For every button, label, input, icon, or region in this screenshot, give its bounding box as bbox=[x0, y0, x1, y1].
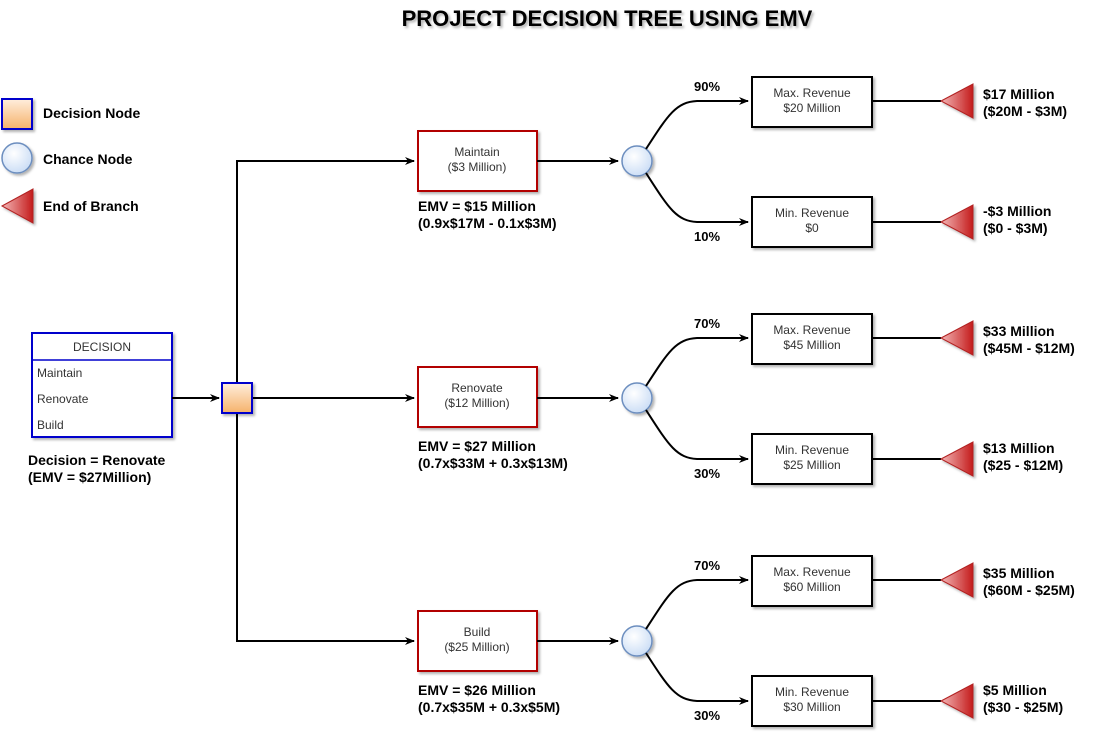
prob-build-high: 70% bbox=[694, 558, 720, 573]
prob-renovate-low: 30% bbox=[694, 466, 720, 481]
option-cost-build: ($25 Million) bbox=[444, 640, 509, 654]
prob-maintain-high: 90% bbox=[694, 79, 720, 94]
decision-result-line1: Decision = Renovate bbox=[28, 452, 166, 468]
chance-node-renovate bbox=[621, 382, 653, 414]
result-calc-renovate-low: ($25 - $12M) bbox=[983, 457, 1063, 473]
result-build-low: $5 Million bbox=[983, 682, 1047, 698]
option-emv-maintain: EMV = $15 Million bbox=[418, 198, 536, 214]
result-maintain-low: -$3 Million bbox=[983, 203, 1051, 219]
decision-box-frame bbox=[31, 332, 173, 438]
legend-decision-node-icon bbox=[1, 98, 33, 130]
connector-build-low bbox=[645, 652, 749, 705]
option-box-renovate bbox=[417, 366, 538, 428]
connector-renovate-low bbox=[645, 409, 749, 463]
option-emv-calc-renovate: (0.7x$33M + 0.3x$13M) bbox=[418, 455, 568, 471]
branch-build: Build ($25 Million) EMV = $26 Million (0… bbox=[417, 555, 1075, 727]
outcome-value-build-low: $30 Million bbox=[783, 700, 840, 714]
outcome-label-renovate-low: Min. Revenue bbox=[775, 443, 849, 457]
result-renovate-low: $13 Million bbox=[983, 440, 1055, 456]
option-box-build bbox=[417, 610, 538, 672]
option-cost-renovate: ($12 Million) bbox=[444, 396, 509, 410]
connector-to-maintain bbox=[236, 157, 415, 383]
end-of-branch-icon-maintain-high bbox=[939, 83, 974, 119]
decision-box: DECISION Maintain Renovate Build bbox=[31, 332, 173, 438]
decision-option-renovate: Renovate bbox=[37, 392, 89, 406]
outcome-value-maintain-low: $0 bbox=[805, 221, 819, 235]
decision-result-line2: (EMV = $27Million) bbox=[28, 469, 151, 485]
outcome-box-renovate-high bbox=[751, 313, 873, 365]
legend-end-of-branch-label: End of Branch bbox=[43, 198, 139, 214]
chance-node-maintain bbox=[621, 145, 653, 177]
end-of-branch-icon-build-low bbox=[939, 683, 974, 719]
option-emv-calc-maintain: (0.9x$17M - 0.1x$3M) bbox=[418, 215, 557, 231]
option-name-build: Build bbox=[464, 625, 491, 639]
outcome-value-build-high: $60 Million bbox=[783, 580, 840, 594]
result-calc-maintain-low: ($0 - $3M) bbox=[983, 220, 1048, 236]
result-calc-build-high: ($60M - $25M) bbox=[983, 582, 1075, 598]
outcome-label-maintain-high: Max. Revenue bbox=[773, 86, 851, 100]
result-renovate-high: $33 Million bbox=[983, 323, 1055, 339]
legend-chance-node-icon bbox=[1, 142, 33, 174]
outcome-value-renovate-low: $25 Million bbox=[783, 458, 840, 472]
outcome-box-maintain-low bbox=[751, 196, 873, 248]
end-of-branch-icon-build-high bbox=[939, 562, 974, 598]
outcome-box-build-low bbox=[751, 675, 873, 727]
result-maintain-high: $17 Million bbox=[983, 86, 1055, 102]
legend: Decision Node Chance Node End of Branch bbox=[0, 98, 140, 224]
legend-decision-node-label: Decision Node bbox=[43, 105, 140, 121]
decision-option-build: Build bbox=[37, 418, 64, 432]
option-box-maintain bbox=[417, 130, 538, 192]
option-emv-build: EMV = $26 Million bbox=[418, 682, 536, 698]
legend-end-of-branch-icon bbox=[0, 188, 34, 224]
connector-maintain-low bbox=[645, 172, 749, 226]
option-name-maintain: Maintain bbox=[454, 145, 499, 159]
connector-to-build bbox=[236, 413, 415, 645]
outcome-label-build-low: Min. Revenue bbox=[775, 685, 849, 699]
decision-box-header: DECISION bbox=[73, 340, 131, 354]
option-cost-maintain: ($3 Million) bbox=[448, 160, 507, 174]
outcome-box-maintain-high bbox=[751, 76, 873, 128]
result-build-high: $35 Million bbox=[983, 565, 1055, 581]
option-name-renovate: Renovate bbox=[451, 381, 503, 395]
chance-node-build bbox=[621, 625, 653, 657]
result-calc-maintain-high: ($20M - $3M) bbox=[983, 103, 1067, 119]
end-of-branch-icon-renovate-low bbox=[939, 441, 974, 477]
decision-option-maintain: Maintain bbox=[37, 366, 82, 380]
branch-maintain: Maintain ($3 Million) EMV = $15 Million … bbox=[417, 76, 1067, 248]
outcome-label-build-high: Max. Revenue bbox=[773, 565, 851, 579]
branches-group: Maintain ($3 Million) EMV = $15 Million … bbox=[417, 76, 1075, 727]
end-of-branch-icon-renovate-high bbox=[939, 320, 974, 356]
connector-renovate-high bbox=[645, 334, 749, 387]
prob-maintain-low: 10% bbox=[694, 229, 720, 244]
outcome-label-maintain-low: Min. Revenue bbox=[775, 206, 849, 220]
prob-build-low: 30% bbox=[694, 708, 720, 723]
end-of-branch-icon-maintain-low bbox=[939, 204, 974, 240]
result-calc-renovate-high: ($45M - $12M) bbox=[983, 340, 1075, 356]
prob-renovate-high: 70% bbox=[694, 316, 720, 331]
branch-renovate: Renovate ($12 Million) EMV = $27 Million… bbox=[417, 313, 1075, 485]
legend-chance-node-label: Chance Node bbox=[43, 151, 133, 167]
outcome-box-build-high bbox=[751, 555, 873, 607]
outcome-value-renovate-high: $45 Million bbox=[783, 338, 840, 352]
option-emv-calc-build: (0.7x$35M + 0.3x$5M) bbox=[418, 699, 560, 715]
decision-node bbox=[221, 382, 253, 414]
option-emv-renovate: EMV = $27 Million bbox=[418, 438, 536, 454]
connector-maintain-high bbox=[645, 97, 749, 150]
diagram-title: PROJECT DECISION TREE USING EMV bbox=[402, 6, 813, 31]
connector-build-high bbox=[645, 576, 749, 630]
outcome-value-maintain-high: $20 Million bbox=[783, 101, 840, 115]
outcome-label-renovate-high: Max. Revenue bbox=[773, 323, 851, 337]
result-calc-build-low: ($30 - $25M) bbox=[983, 699, 1063, 715]
